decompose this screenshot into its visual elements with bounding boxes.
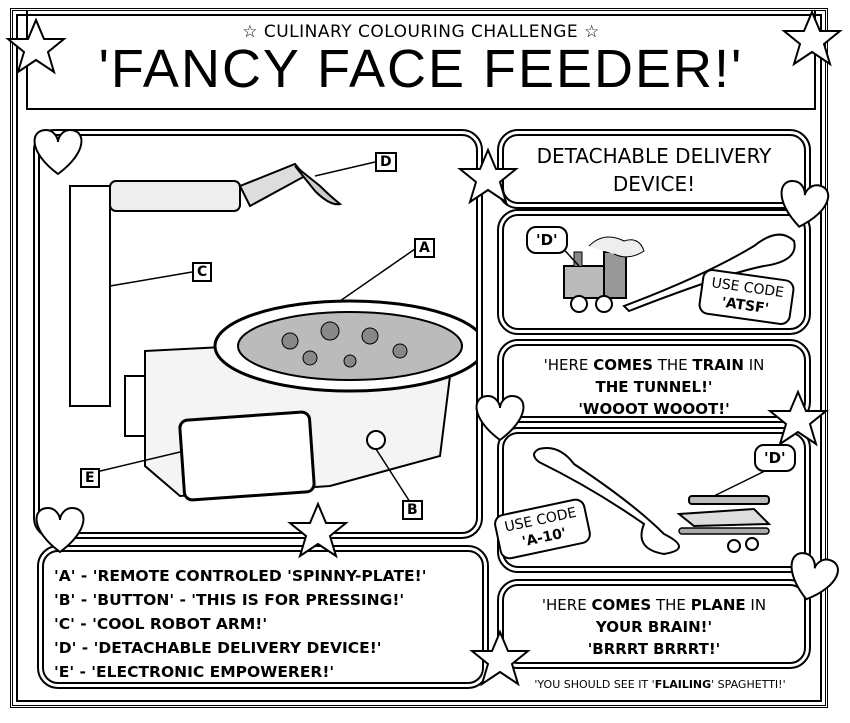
label-b: B bbox=[402, 500, 423, 520]
legend-item: 'A' - 'REMOTE CONTROLED 'SPINNY-PLATE!' bbox=[54, 567, 427, 585]
spoon-tip bbox=[294, 165, 343, 206]
train-speech-box: 'HERE COMES THE TRAIN IN THE TUNNEL!' 'W… bbox=[497, 339, 811, 423]
footer-caption: 'YOU SHOULD SEE IT 'FLAILING' SPAGHETTI!… bbox=[500, 678, 820, 691]
subtitle: ☆ CULINARY COLOURING CHALLENGE ☆ bbox=[242, 22, 600, 42]
speech-bold: COMES bbox=[591, 596, 652, 614]
legend-item: 'B' - 'BUTTON' - 'THIS IS FOR PRESSING!' bbox=[54, 591, 405, 609]
label-c: C bbox=[192, 262, 213, 282]
page-frame-inner bbox=[16, 14, 822, 702]
footer-text: 'YOU SHOULD SEE IT ' bbox=[534, 678, 655, 691]
speech-text: THE bbox=[651, 596, 691, 614]
biplane-fuselage bbox=[676, 507, 772, 528]
train-d-tag: 'D' bbox=[526, 226, 568, 254]
speech-bold: TRAIN bbox=[692, 356, 744, 374]
legend-item: 'E' - 'ELECTRONIC EMPOWERER!' bbox=[54, 663, 335, 681]
fancy-face-feeder-illustration bbox=[69, 161, 487, 503]
speech-line: THE TUNNEL!' bbox=[595, 378, 713, 396]
speech-text: 'HERE bbox=[543, 356, 594, 374]
speech-line: YOUR BRAIN!' bbox=[595, 618, 713, 636]
wheel bbox=[727, 539, 741, 553]
header: ☆ CULINARY COLOURING CHALLENGE ☆ 'FANCY … bbox=[26, 10, 816, 110]
phone bbox=[178, 410, 316, 502]
label-a: A bbox=[414, 238, 435, 258]
speech-text: IN bbox=[745, 596, 767, 614]
wheel bbox=[595, 295, 613, 313]
page-title: 'FANCY FACE FEEDER!' bbox=[98, 39, 744, 99]
plane-speech-box: 'HERE COMES THE PLANE IN YOUR BRAIN!' 'B… bbox=[497, 579, 811, 669]
plane-d-tag: 'D' bbox=[754, 444, 796, 472]
robot-arm-gripper bbox=[238, 162, 307, 208]
wheel bbox=[745, 537, 759, 551]
heading-line: DETACHABLE DELIVERY bbox=[536, 144, 772, 168]
biplane-lower-wing bbox=[678, 527, 770, 535]
speech-line: 'HERE COMES THE PLANE IN bbox=[504, 594, 804, 616]
label-d: D bbox=[375, 152, 397, 172]
spoon bbox=[533, 447, 680, 556]
button bbox=[366, 430, 386, 450]
plane-panel: 'D' USE CODE 'A-10' bbox=[492, 427, 811, 573]
robot-arm-segment bbox=[109, 180, 241, 212]
callout-lines bbox=[91, 161, 416, 503]
speech-text: IN bbox=[743, 356, 765, 374]
footer-text: ' SPAGHETTI!' bbox=[711, 678, 786, 691]
speech-line: 'BRRRT BRRRT!' bbox=[587, 640, 721, 658]
locomotive-cab bbox=[603, 251, 627, 299]
speech-bold: COMES bbox=[593, 356, 653, 374]
food-pieces bbox=[281, 321, 408, 368]
heading-box: DETACHABLE DELIVERY DEVICE! bbox=[497, 129, 811, 209]
label-e: E bbox=[80, 468, 100, 488]
robot-arm-column bbox=[69, 185, 111, 407]
train-panel: 'D' USE CODE 'ATSF' bbox=[497, 209, 811, 335]
speech-text: THE bbox=[652, 356, 693, 374]
speech-text: 'HERE bbox=[541, 596, 592, 614]
heading-line: DEVICE! bbox=[612, 172, 696, 196]
legend-item: 'C' - 'COOL ROBOT ARM!' bbox=[54, 615, 268, 633]
footer-bold: FLAILING bbox=[654, 678, 712, 691]
biplane-upper-wing bbox=[688, 495, 770, 505]
speech-line: 'HERE COMES THE TRAIN IN bbox=[504, 354, 804, 376]
legend-box: 'A' - 'REMOTE CONTROLED 'SPINNY-PLATE!' … bbox=[37, 545, 489, 689]
speech-line: 'WOOOT WOOOT!' bbox=[578, 400, 730, 418]
plane-spoon-illustration bbox=[533, 447, 772, 556]
wheel bbox=[570, 295, 588, 313]
plate-food bbox=[237, 311, 463, 381]
page-frame bbox=[10, 8, 828, 708]
device-diagram-panel: D A C E B bbox=[33, 129, 487, 539]
steam-cloud bbox=[588, 236, 645, 258]
legend-item: 'D' - 'DETACHABLE DELIVERY DEVICE!' bbox=[54, 639, 382, 657]
callout-line bbox=[713, 468, 770, 497]
speech-bold: PLANE bbox=[690, 596, 746, 614]
